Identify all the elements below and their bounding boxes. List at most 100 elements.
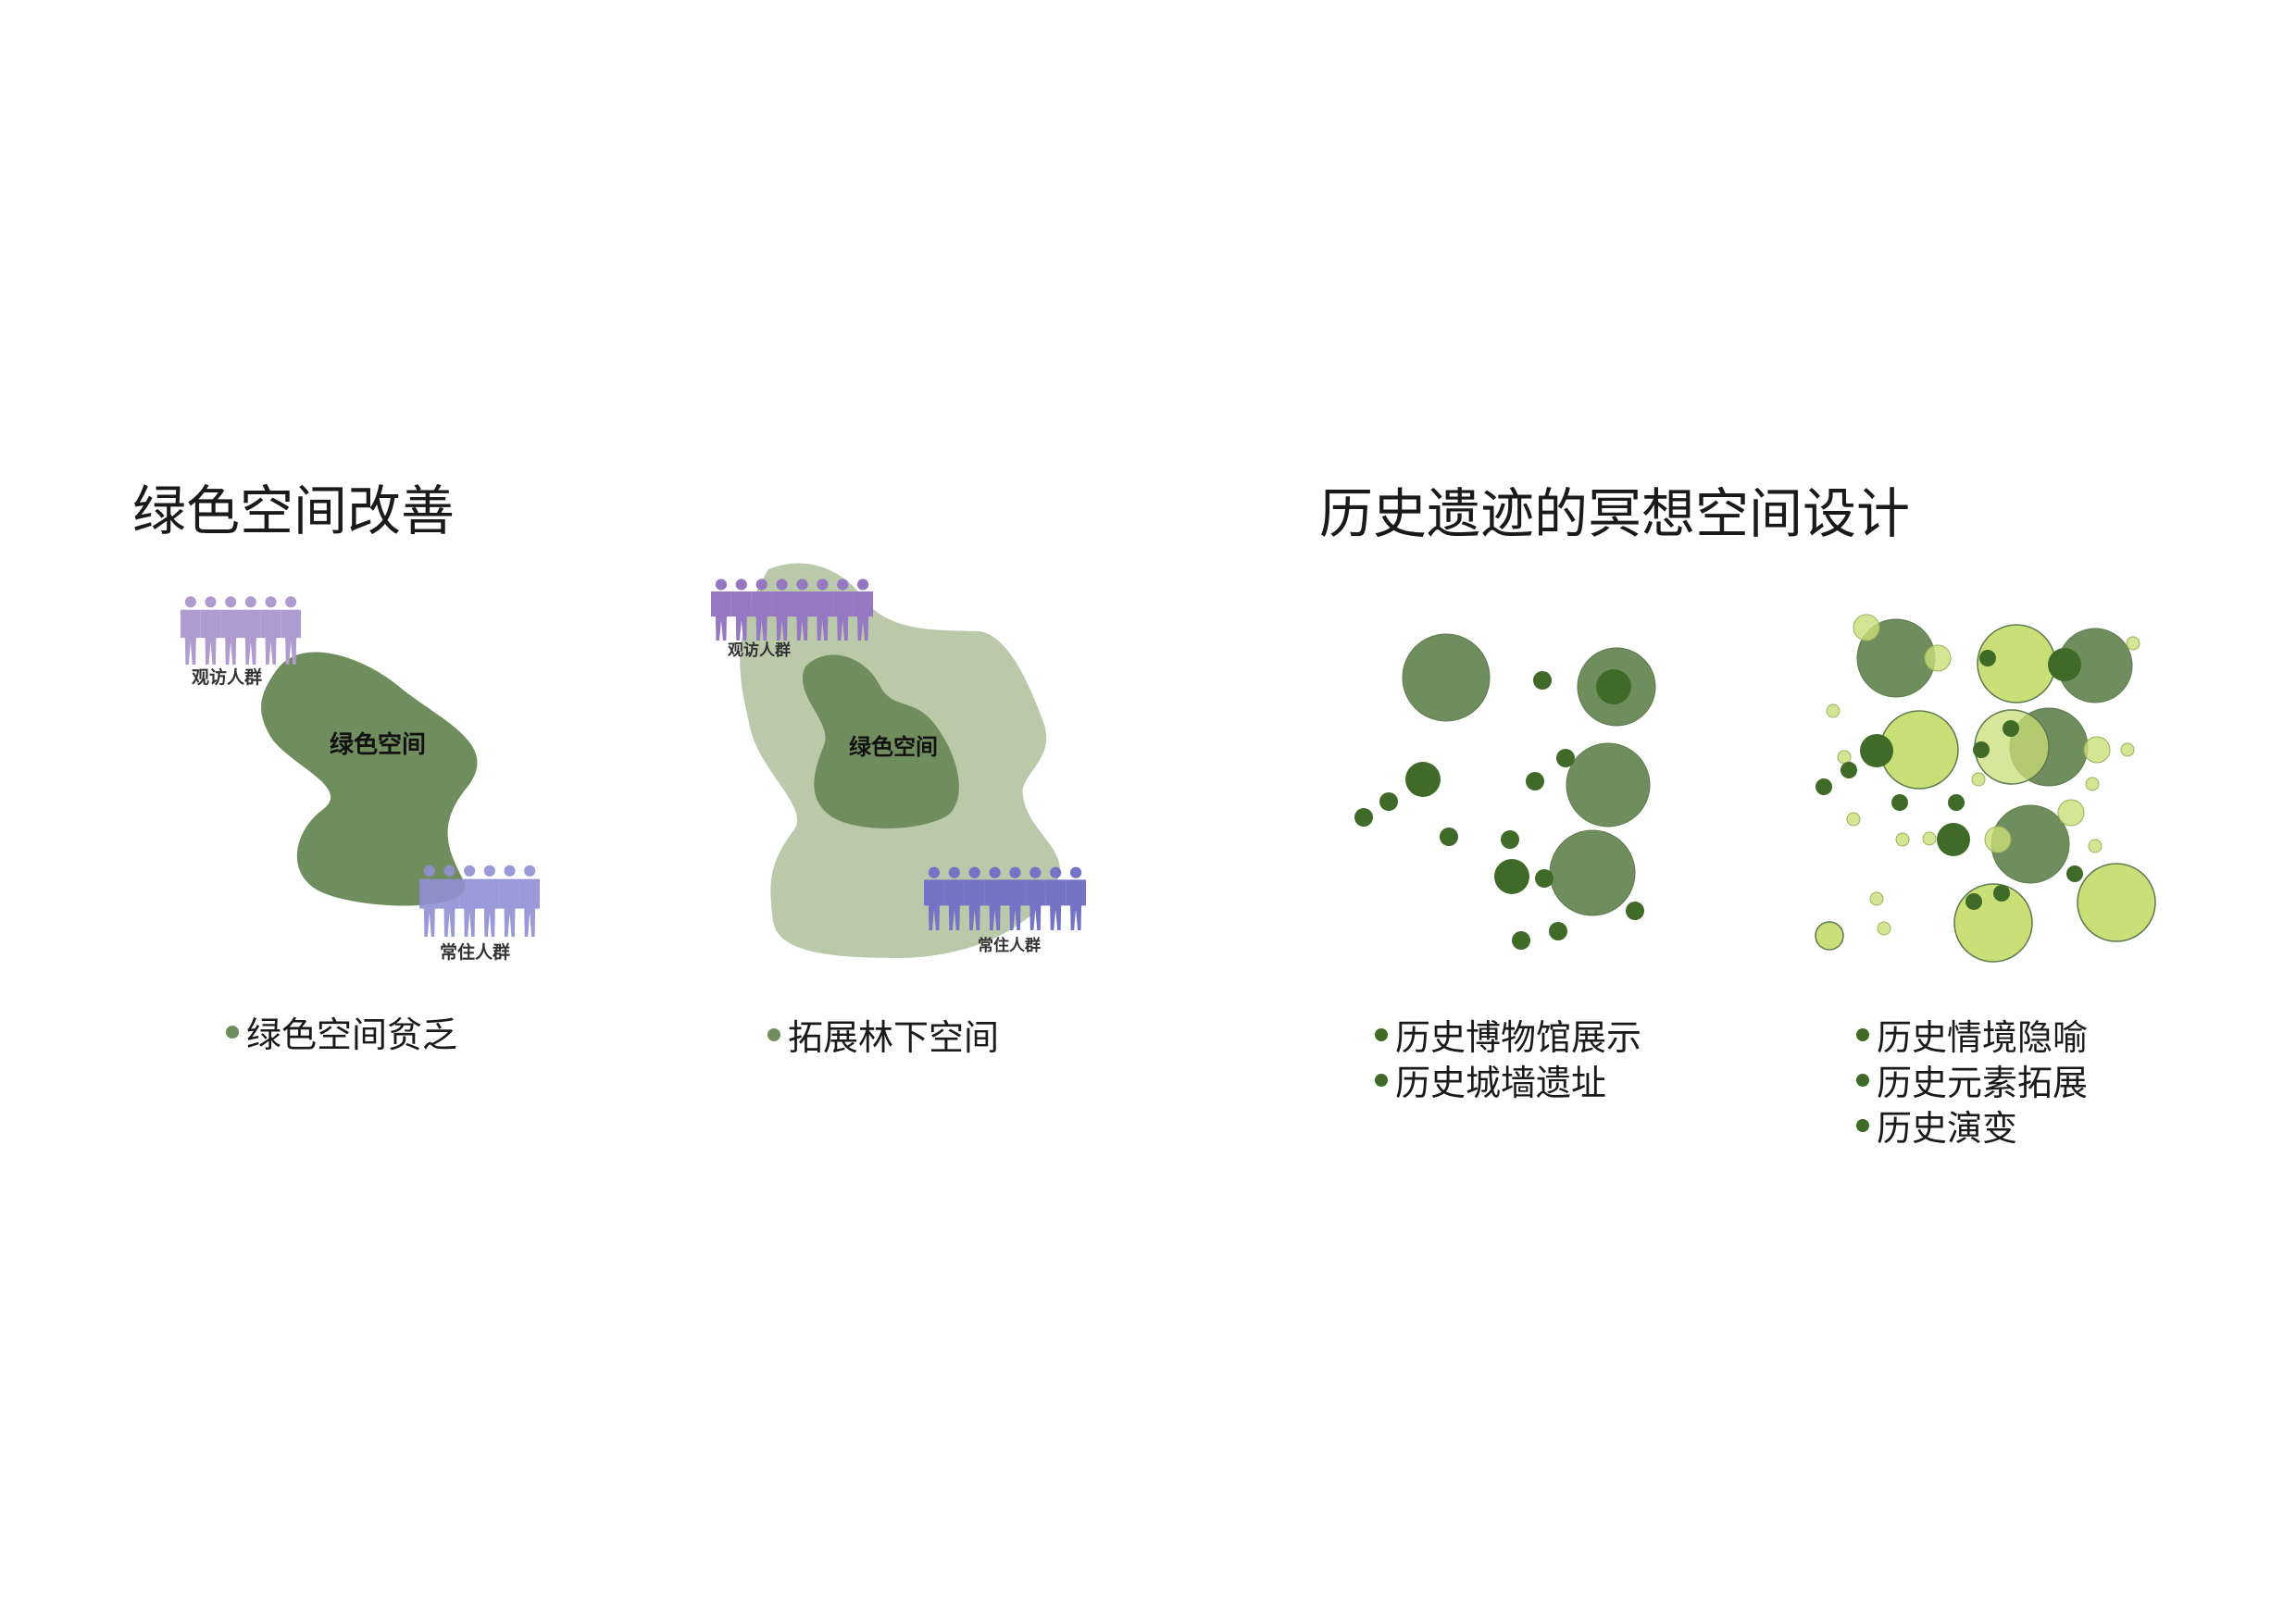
legend-text: 历史演变: [1877, 1108, 2018, 1149]
wall-ruin-dot: [1533, 671, 1552, 690]
wall-ruin-dot: [1948, 794, 1965, 811]
element-dot: [2085, 777, 2100, 791]
element-dot: [1895, 832, 1910, 847]
legend-text: 历史博物馆展示: [1395, 1017, 1642, 1058]
element-dot: [2126, 636, 2140, 651]
metaphor-circle: [1815, 921, 1844, 951]
element-dot: [1924, 644, 1952, 672]
wall-ruin-dot: [2048, 648, 2081, 681]
wall-ruin-dot: [2003, 720, 2019, 737]
history-before-diagram: [1333, 620, 1722, 972]
visitor-crowd-label: 观访人群: [192, 666, 262, 688]
person-icon: [964, 866, 985, 930]
element-dot: [1826, 703, 1841, 718]
metaphor-circle: [2077, 863, 2156, 942]
resident-crowd-icon: [419, 865, 540, 937]
person-icon: [439, 865, 460, 937]
person-icon: [499, 865, 520, 937]
legend-item: 历史情境隐喻: [1856, 1012, 2089, 1058]
legend-item: 绿色空间贫乏: [226, 1009, 458, 1055]
person-icon: [281, 596, 301, 665]
bullet-icon: [226, 1025, 239, 1039]
person-icon: [943, 866, 965, 930]
legend-item: 历史演变: [1856, 1102, 2088, 1149]
wall-ruin-dot: [1891, 794, 1908, 811]
green-before-legend: 绿色空间贫乏: [226, 1009, 458, 1055]
person-icon: [260, 596, 281, 665]
wall-ruin-dot: [1494, 859, 1529, 894]
visitor-crowd-label: 观访人群: [727, 641, 791, 660]
bullet-icon: [767, 1027, 780, 1041]
person-icon: [419, 865, 440, 937]
person-icon: [1025, 866, 1046, 930]
person-icon: [771, 579, 792, 641]
element-dot: [1922, 831, 1937, 846]
person-icon: [751, 579, 772, 641]
legend-text: 拓展林下空间: [788, 1017, 1000, 1058]
green-space-label: 绿色空间: [330, 730, 426, 759]
green-before-diagram: 绿色空间 观访人群 常住人群: [167, 583, 555, 972]
green-space-blob: [802, 654, 959, 828]
wall-ruin-dot: [1354, 808, 1373, 827]
history-after-diagram: [1796, 606, 2185, 977]
visitor-crowd-icon: [181, 596, 301, 665]
person-icon: [1045, 866, 1067, 930]
wall-ruin-dot: [1512, 931, 1530, 950]
person-icon: [924, 866, 944, 930]
resident-crowd-label: 常住人群: [978, 936, 1041, 955]
person-icon: [1004, 866, 1026, 930]
green-after-diagram: 绿色空间 观访人群 常住人群: [704, 555, 1111, 972]
person-icon: [181, 596, 201, 665]
history-before-legend: 历史博物馆展示历史城墙遗址: [1375, 1012, 1642, 1103]
person-icon: [519, 865, 540, 937]
element-dot: [1984, 826, 2012, 853]
green-space-label: 绿色空间: [849, 734, 938, 760]
wall-ruin-dot: [1526, 772, 1544, 790]
history-after-legend: 历史情境隐喻历史元素拓展历史演变: [1856, 1012, 2089, 1149]
bullet-icon: [1375, 1073, 1388, 1087]
person-icon: [812, 579, 833, 641]
legend-text: 历史情境隐喻: [1877, 1017, 2089, 1058]
museum-circle: [1402, 633, 1491, 722]
element-dot: [1877, 921, 1891, 936]
wall-ruin-dot: [1841, 762, 1857, 778]
wall-ruin-dot: [1993, 885, 2010, 902]
visitor-crowd-icon: [711, 579, 873, 641]
element-dot: [2083, 736, 2111, 764]
resident-crowd-icon: [924, 866, 1086, 930]
element-dot: [1837, 750, 1852, 765]
resident-crowd-label: 常住人群: [440, 941, 510, 963]
legend-item: 拓展林下空间: [767, 1012, 1000, 1058]
green-after-legend: 拓展林下空间: [767, 1012, 1000, 1058]
legend-text: 绿色空间贫乏: [246, 1014, 458, 1055]
bullet-icon: [1856, 1118, 1869, 1132]
person-icon: [241, 596, 261, 665]
person-icon: [984, 866, 1005, 930]
legend-text: 历史元素拓展: [1877, 1063, 2089, 1103]
history-meditation-title: 历史遗迹的冥想空间设计: [1319, 482, 1911, 545]
wall-ruin-dot: [1379, 792, 1398, 811]
legend-item: 历史城墙遗址: [1375, 1057, 1641, 1103]
person-icon: [730, 579, 752, 641]
bullet-icon: [1856, 1073, 1869, 1087]
element-dot: [1971, 772, 1986, 787]
legend-item: 历史博物馆展示: [1375, 1012, 1642, 1058]
wall-ruin-dot: [1440, 828, 1458, 846]
element-dot: [2057, 799, 2085, 827]
bullet-icon: [1375, 1027, 1388, 1041]
person-icon: [200, 596, 221, 665]
green-space-blob: [261, 652, 478, 906]
legend-text: 历史城墙遗址: [1395, 1063, 1607, 1103]
wall-ruin-dot: [1501, 830, 1519, 849]
bullet-icon: [1856, 1027, 1869, 1041]
element-dot: [2088, 839, 2103, 853]
green-space-title: 绿色空间改善: [132, 479, 455, 542]
wall-ruin-dot: [1556, 749, 1575, 767]
person-icon: [1066, 866, 1086, 930]
element-dot: [1869, 891, 1884, 906]
metaphor-circle: [1953, 883, 2033, 963]
wall-ruin-dot: [1626, 902, 1644, 920]
element-dot: [2120, 742, 2135, 757]
wall-ruin-dot: [1549, 922, 1567, 940]
wall-ruin-dot: [1965, 893, 1982, 910]
